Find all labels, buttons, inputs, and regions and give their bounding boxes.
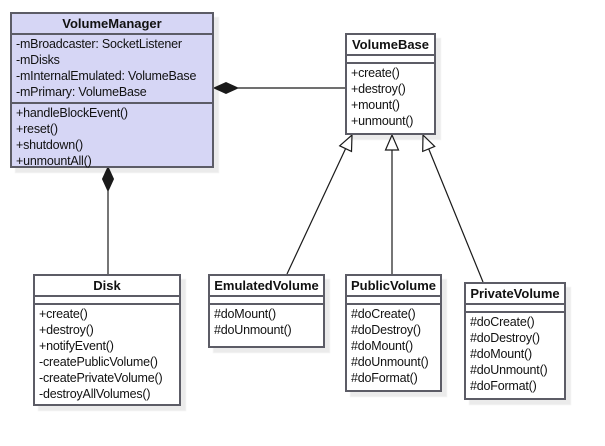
method: +create() [351,66,400,80]
class-publicvolume[interactable]: PublicVolume #doCreate() #doDestroy() #d… [345,274,442,392]
class-privatevolume-attributes [466,305,564,313]
method: +destroy() [351,82,406,96]
method: +create() [39,307,88,321]
method: #doCreate() [470,315,535,329]
class-disk-title: Disk [35,276,179,297]
generalization-connector-publicvolume-volumebase [384,133,400,274]
attribute: -mInternalEmulated: VolumeBase [16,69,197,83]
class-publicvolume-title: PublicVolume [347,276,440,297]
method: +destroy() [39,323,94,337]
method: #doFormat() [351,371,418,385]
generalization-triangle-icon [384,133,400,151]
method: +mount() [351,98,400,112]
class-emulatedvolume[interactable]: EmulatedVolume #doMount() #doUnmount() [208,274,325,348]
class-volumemanager-methods: +handleBlockEvent() +reset() +shutdown()… [12,104,212,171]
composition-diamond-icon [101,165,115,193]
class-emulatedvolume-attributes [210,297,323,305]
method: #doMount() [214,307,276,321]
class-volumebase-title: VolumeBase [347,35,434,56]
generalization-connector-emulatedvolume-volumebase [286,133,353,275]
method: -createPublicVolume() [39,355,158,369]
method: +unmountAll() [16,154,92,168]
class-publicvolume-attributes [347,297,440,305]
attribute: -mDisks [16,53,60,67]
method: +notifyEvent() [39,339,114,353]
attribute: -mBroadcaster: SocketListener [16,37,182,51]
method: +reset() [16,122,58,136]
method: #doFormat() [470,379,537,393]
method: #doUnmount() [470,363,548,377]
composition-connector-volumemanager-disk [101,165,115,274]
class-volumebase-methods: +create() +destroy() +mount() +unmount() [347,64,434,133]
class-disk-methods: +create() +destroy() +notifyEvent() -cre… [35,305,179,404]
class-publicvolume-methods: #doCreate() #doDestroy() #doMount() #doU… [347,305,440,390]
class-privatevolume-methods: #doCreate() #doDestroy() #doMount() #doU… [466,313,564,398]
method: #doMount() [351,339,413,353]
class-volumemanager-attributes: -mBroadcaster: SocketListener -mDisks -m… [12,35,212,104]
method: #doUnmount() [214,323,292,337]
generalization-triangle-icon [338,133,353,153]
method: +unmount() [351,114,414,128]
method: #doUnmount() [351,355,429,369]
class-volumebase[interactable]: VolumeBase +create() +destroy() +mount()… [345,33,436,135]
class-disk[interactable]: Disk +create() +destroy() +notifyEvent()… [33,274,181,406]
generalization-triangle-icon [422,133,436,153]
method: #doMount() [470,347,532,361]
class-volumebase-attributes [347,56,434,64]
class-privatevolume[interactable]: PrivateVolume #doCreate() #doDestroy() #… [464,282,566,400]
method: #doDestroy() [470,331,540,345]
class-emulatedvolume-title: EmulatedVolume [210,276,323,297]
class-volumemanager[interactable]: VolumeManager -mBroadcaster: SocketListe… [10,12,214,168]
class-volumemanager-title: VolumeManager [12,14,212,35]
composition-connector-volumemanager-volumebase [212,81,345,95]
attribute: -mPrimary: VolumeBase [16,85,147,99]
method: #doCreate() [351,307,416,321]
method: #doDestroy() [351,323,421,337]
class-privatevolume-title: PrivateVolume [466,284,564,305]
composition-diamond-icon [212,81,240,95]
method: -createPrivateVolume() [39,371,163,385]
generalization-connector-privatevolume-volumebase [422,133,484,283]
method: -destroyAllVolumes() [39,387,151,401]
class-emulatedvolume-methods: #doMount() #doUnmount() [210,305,323,346]
method: +handleBlockEvent() [16,106,128,120]
method: +shutdown() [16,138,83,152]
class-disk-attributes [35,297,179,305]
